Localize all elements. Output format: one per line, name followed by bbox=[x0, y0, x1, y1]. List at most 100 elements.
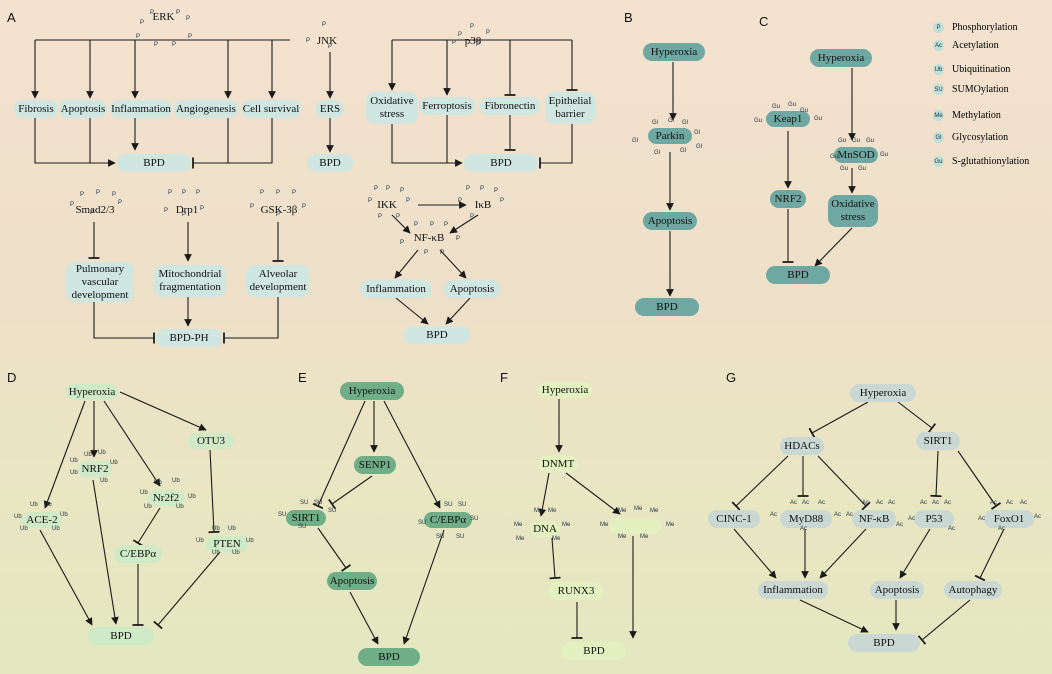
edge bbox=[819, 528, 867, 579]
node-c-oxidative-stress: Oxidative stress bbox=[828, 195, 878, 227]
edge bbox=[93, 302, 155, 344]
modification-tag: Ac bbox=[978, 516, 986, 522]
modification-tag: P bbox=[328, 44, 333, 50]
modification-tag: Ub bbox=[188, 494, 196, 500]
modification-tag: Ac bbox=[800, 526, 808, 532]
modification-tag: Ac bbox=[896, 522, 904, 528]
node-bpd-a4: BPD bbox=[404, 326, 470, 344]
legend-dot: Ub bbox=[933, 64, 944, 75]
modification-tag: Ub bbox=[84, 452, 92, 458]
node-d-bpd: BPD bbox=[88, 627, 154, 645]
modification-tag: SU bbox=[456, 534, 465, 540]
modification-tag: Gu bbox=[880, 152, 889, 158]
node-g-nfkb: NF-κB bbox=[852, 510, 896, 528]
modification-tag: P bbox=[200, 206, 205, 212]
modification-tag: Ub bbox=[228, 526, 236, 532]
edge bbox=[799, 599, 869, 633]
edge bbox=[34, 118, 116, 167]
modification-tag: P bbox=[396, 214, 401, 220]
node-g-p53: P53 bbox=[914, 510, 954, 528]
node-g-hdacs: HDACs bbox=[780, 437, 824, 455]
panel-label-d: D bbox=[7, 370, 17, 385]
modification-tag: SU bbox=[278, 512, 287, 518]
node-e-sirt1: SIRT1 bbox=[286, 510, 326, 526]
edge bbox=[312, 400, 366, 510]
modification-tag: P bbox=[172, 42, 177, 48]
modification-tag: Gl bbox=[696, 144, 702, 150]
node-nfkb: NF-κB bbox=[413, 231, 445, 244]
node-c-mnsod: MnSOD bbox=[834, 147, 878, 163]
node-apoptosis: Apoptosis bbox=[59, 100, 107, 118]
node-fibrosis: Fibrosis bbox=[14, 100, 58, 118]
edge bbox=[92, 479, 119, 625]
legend-label: Ubiquitination bbox=[952, 64, 1011, 75]
modification-tag: Gl bbox=[632, 138, 638, 144]
edge bbox=[445, 297, 471, 325]
edge bbox=[974, 528, 1005, 582]
modification-tag: Ub bbox=[70, 470, 78, 476]
modification-tag: Gl bbox=[694, 130, 700, 136]
modification-tag: P bbox=[322, 22, 327, 28]
modification-tag: Gu bbox=[814, 116, 823, 122]
modification-tag: P bbox=[118, 200, 123, 206]
modification-tag: P bbox=[196, 190, 201, 196]
edge bbox=[899, 528, 931, 579]
edge bbox=[549, 537, 561, 580]
node-ers: ERS bbox=[316, 100, 344, 118]
modification-tag: P bbox=[500, 198, 505, 204]
edge bbox=[930, 450, 942, 498]
modification-tag: P bbox=[80, 192, 85, 198]
node-pulmonary-vascular: Pulmonary vascular development bbox=[66, 262, 134, 302]
modification-tag: P bbox=[150, 10, 155, 16]
node-p38: p38 bbox=[464, 34, 482, 47]
modification-tag: Ub bbox=[172, 478, 180, 484]
node-f-bpd: BPD bbox=[562, 642, 626, 660]
node-bpd-a3: BPD bbox=[464, 154, 538, 172]
modification-tag: P bbox=[182, 212, 187, 218]
modification-tag: P bbox=[260, 190, 265, 196]
node-f-hyperoxia: Hyperoxia bbox=[538, 382, 592, 398]
edge bbox=[349, 591, 379, 645]
modification-tag: Ac bbox=[790, 500, 798, 506]
modification-tag: P bbox=[458, 32, 463, 38]
modification-tag: Ac bbox=[1006, 500, 1014, 506]
legend-label: Acetylation bbox=[952, 40, 999, 51]
modification-tag: P bbox=[182, 190, 187, 196]
node-drp1: Drp1 bbox=[175, 203, 199, 216]
modification-tag: Me bbox=[514, 522, 523, 528]
modification-tag: Ac bbox=[908, 516, 916, 522]
modification-tag: P bbox=[470, 214, 475, 220]
edge bbox=[208, 449, 220, 534]
edge bbox=[383, 400, 441, 509]
modification-tag: P bbox=[440, 250, 445, 256]
node-g-myd88: MyD88 bbox=[780, 510, 832, 528]
node-f-dnmt: DNMT bbox=[538, 456, 578, 472]
modification-tag: SU bbox=[458, 502, 467, 508]
modification-tag: Me bbox=[548, 508, 557, 514]
legend-dot: Me bbox=[933, 110, 944, 121]
modification-tag: Ac bbox=[998, 526, 1006, 532]
modification-tag: P bbox=[70, 202, 75, 208]
node-g-cinc1: CINC-1 bbox=[708, 510, 760, 528]
modification-tag: Ac bbox=[818, 500, 826, 506]
node-d-cebpa: C/EBPα bbox=[114, 545, 162, 563]
edge bbox=[808, 401, 869, 439]
node-d-nr2f2: Nr2f2 bbox=[148, 490, 184, 506]
node-g-foxo1: FoxO1 bbox=[984, 510, 1034, 528]
node-angiogenesis: Angiogenesis bbox=[174, 100, 238, 118]
node-g-bpd: BPD bbox=[848, 634, 920, 652]
modification-tag: P bbox=[456, 236, 461, 242]
modification-tag: Ub bbox=[144, 504, 152, 510]
modification-tag: Ub bbox=[140, 490, 148, 496]
node-cell-survival: Cell survival bbox=[241, 100, 301, 118]
modification-tag: Me bbox=[534, 508, 543, 514]
legend-label: Methylation bbox=[952, 110, 1001, 121]
edge bbox=[391, 214, 411, 234]
node-oxidative-stress: Oxidative stress bbox=[366, 92, 418, 124]
legend-dot: Gu bbox=[933, 156, 944, 167]
edge bbox=[103, 400, 161, 487]
